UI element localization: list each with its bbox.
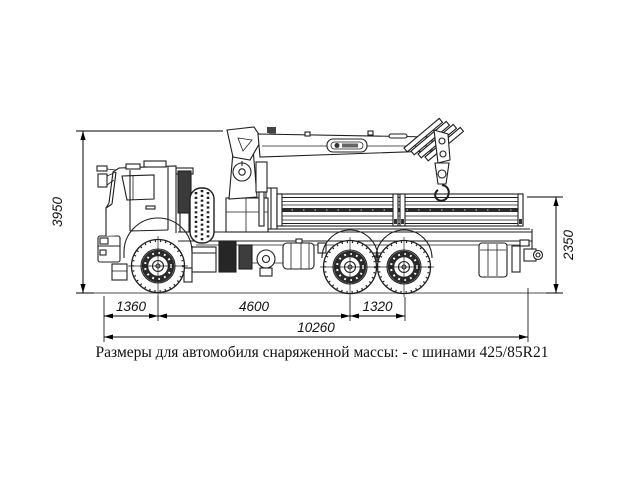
crane-unit — [225, 117, 465, 233]
lift-cylinder — [255, 161, 268, 193]
wheel-fenders — [123, 217, 433, 259]
crane-hook-icon — [434, 184, 450, 202]
dim-front-overhang: 1360 — [116, 299, 147, 314]
tail-light — [519, 239, 530, 247]
headlight — [99, 237, 109, 245]
caption: Размеры для автомобиля снаряженной массы… — [96, 344, 549, 361]
dim-row-axles — [104, 313, 405, 319]
bed-post-mid-2 — [399, 193, 406, 227]
dim-rear-height: 2350 — [561, 229, 576, 261]
rear-mudflap — [511, 245, 521, 273]
fuel-filler-cap — [295, 238, 303, 244]
air-intake-stack — [175, 167, 194, 233]
dim-extension-lines — [103, 288, 529, 342]
underbody-equipment — [183, 238, 544, 283]
door-handle — [145, 205, 156, 210]
pto-drum — [256, 249, 276, 269]
dim-rear-height-lines — [527, 196, 563, 294]
dim-overall-length: 10260 — [297, 320, 335, 335]
dim-row-overall-length — [104, 334, 528, 340]
bed-post-mid-1 — [392, 193, 399, 227]
rear-equipment-box — [478, 242, 508, 278]
cargo-bed — [265, 187, 530, 230]
dim-overall-height-lines — [76, 130, 223, 294]
dimension-annotations: 3950 2350 1360 4600 — [50, 130, 576, 342]
dim-wheelbase: 4600 — [239, 299, 270, 314]
truck-drawing — [96, 117, 544, 297]
front-wheel — [128, 236, 188, 296]
toolbox — [191, 246, 217, 273]
boom-label-plate — [267, 127, 276, 133]
equipment-box — [238, 244, 253, 270]
roof-deflector — [143, 160, 167, 168]
cab-step — [111, 263, 128, 281]
rear-wheel-1 — [320, 237, 380, 297]
bed-post-rear — [517, 193, 524, 227]
spare-wheel — [189, 187, 215, 244]
rear-wheel-2 — [374, 237, 434, 297]
battery-box — [218, 240, 237, 273]
upper-mirror — [96, 165, 108, 172]
dim-rear-axle-spacing: 1320 — [362, 299, 393, 314]
boom-head — [433, 129, 451, 164]
bed-post-front — [276, 193, 283, 227]
side-mirror — [97, 173, 108, 188]
cab-window — [121, 174, 155, 201]
dim-overall-height: 3950 — [50, 196, 65, 227]
